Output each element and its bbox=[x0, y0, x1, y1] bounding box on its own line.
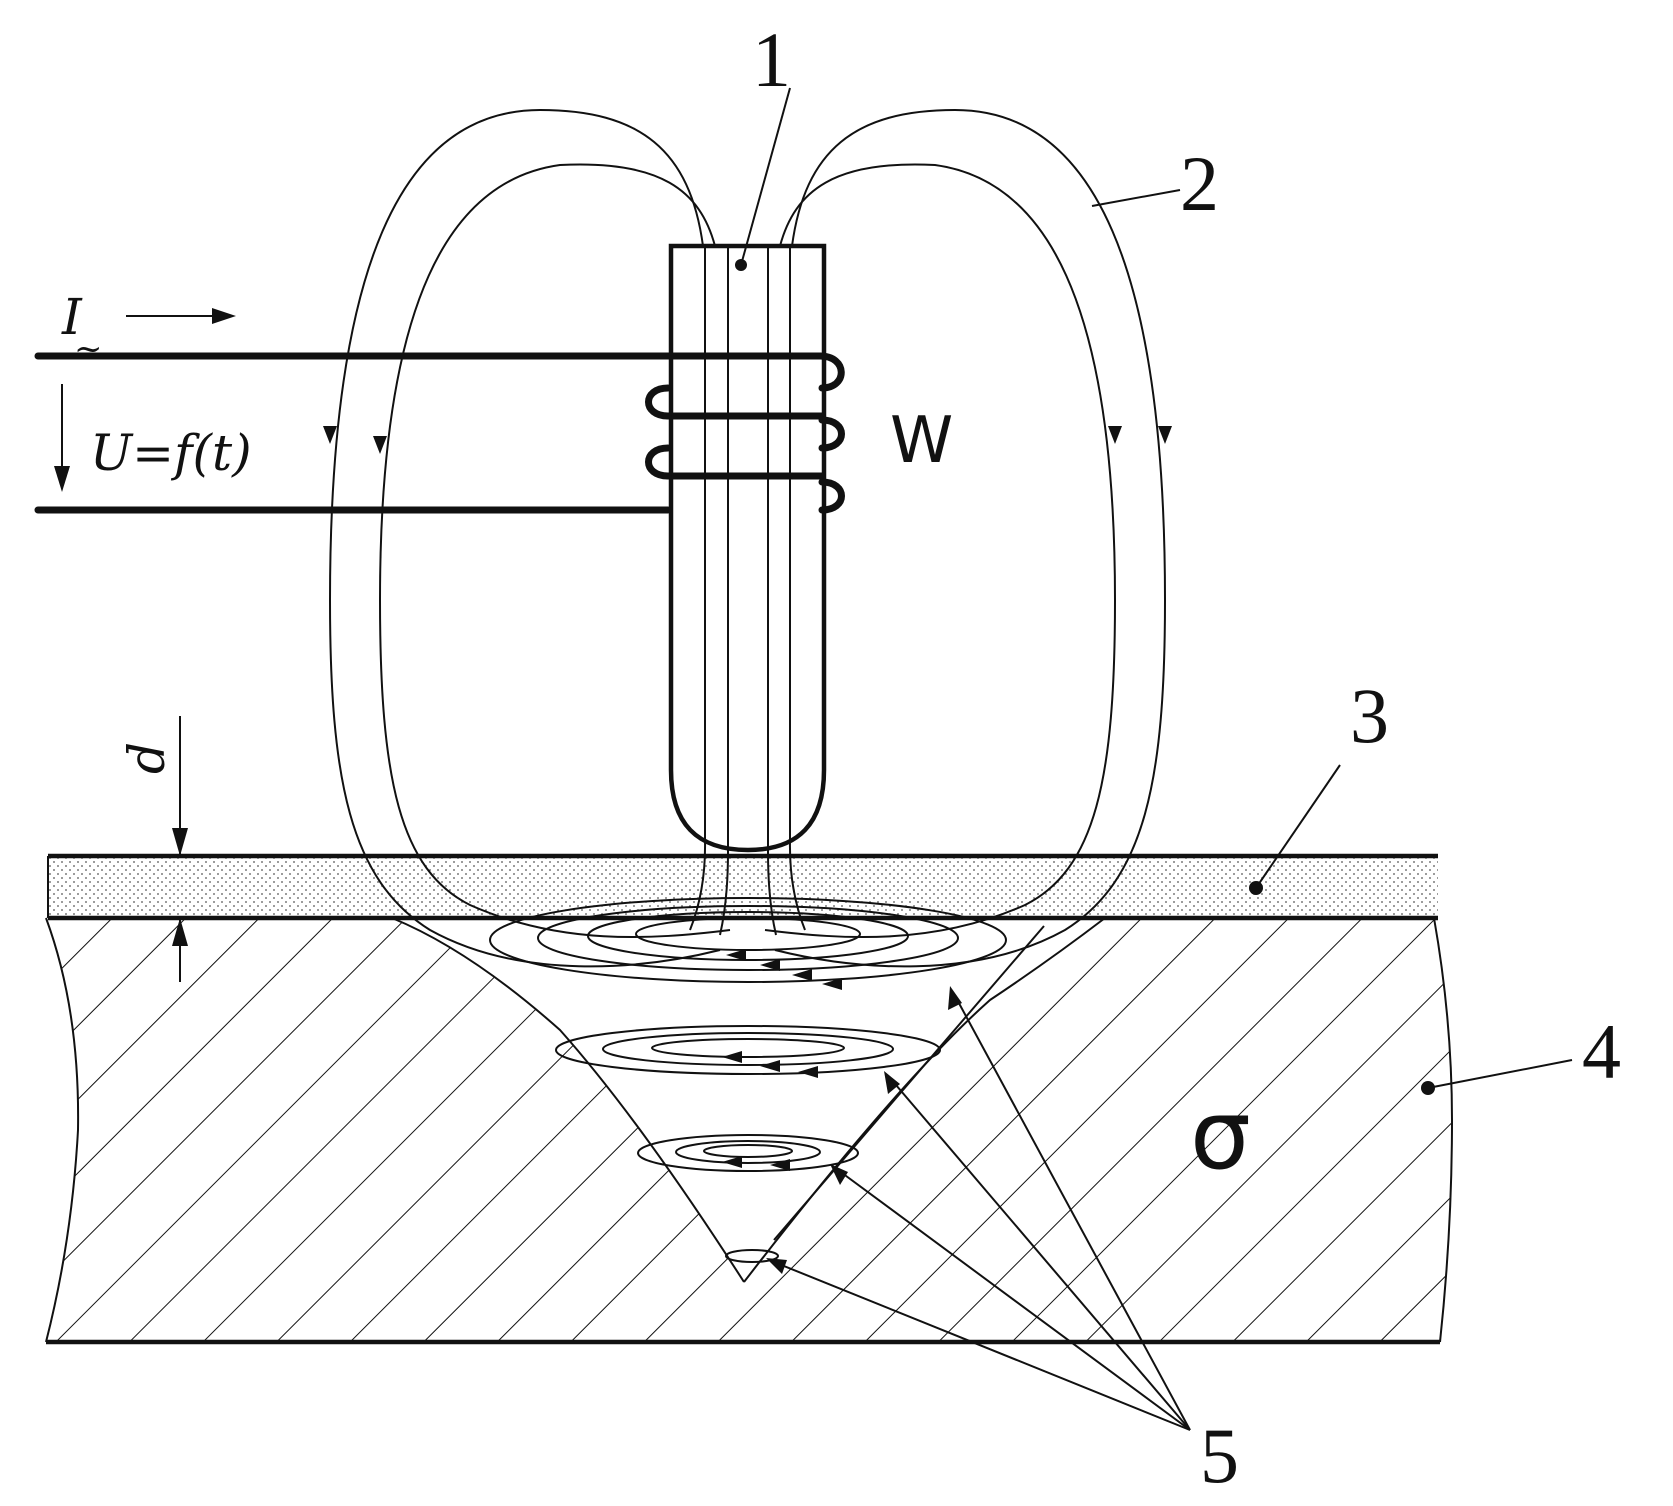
label-current: I bbox=[61, 288, 83, 346]
label-thickness: d bbox=[118, 742, 176, 774]
eddy-current-loops bbox=[489, 897, 1007, 1263]
label-conductive-base: 4 bbox=[1582, 1008, 1621, 1095]
arrow-down-icon bbox=[54, 384, 70, 492]
input-leads bbox=[34, 352, 824, 514]
label-winding: W bbox=[890, 404, 953, 478]
magnetic-flux-lines bbox=[323, 108, 1172, 968]
label-eddy-currents: 5 bbox=[1200, 1412, 1239, 1499]
coating-layer bbox=[47, 853, 1438, 921]
label-flux-lines: 2 bbox=[1180, 140, 1219, 227]
leader-lines bbox=[735, 87, 1573, 1431]
arrow-right-icon bbox=[126, 308, 236, 324]
probe-core bbox=[668, 243, 827, 853]
label-voltage: U=f(t) bbox=[90, 424, 252, 482]
core-field-lines bbox=[689, 246, 806, 936]
label-conductivity: σ bbox=[1190, 1079, 1251, 1191]
penetration-cone bbox=[391, 917, 1106, 1283]
label-current-tilde: ~ bbox=[74, 329, 103, 369]
thickness-dimension bbox=[172, 716, 188, 982]
winding-coil bbox=[645, 352, 845, 514]
label-core: 1 bbox=[752, 16, 791, 103]
label-coating-layer: 3 bbox=[1350, 672, 1389, 759]
